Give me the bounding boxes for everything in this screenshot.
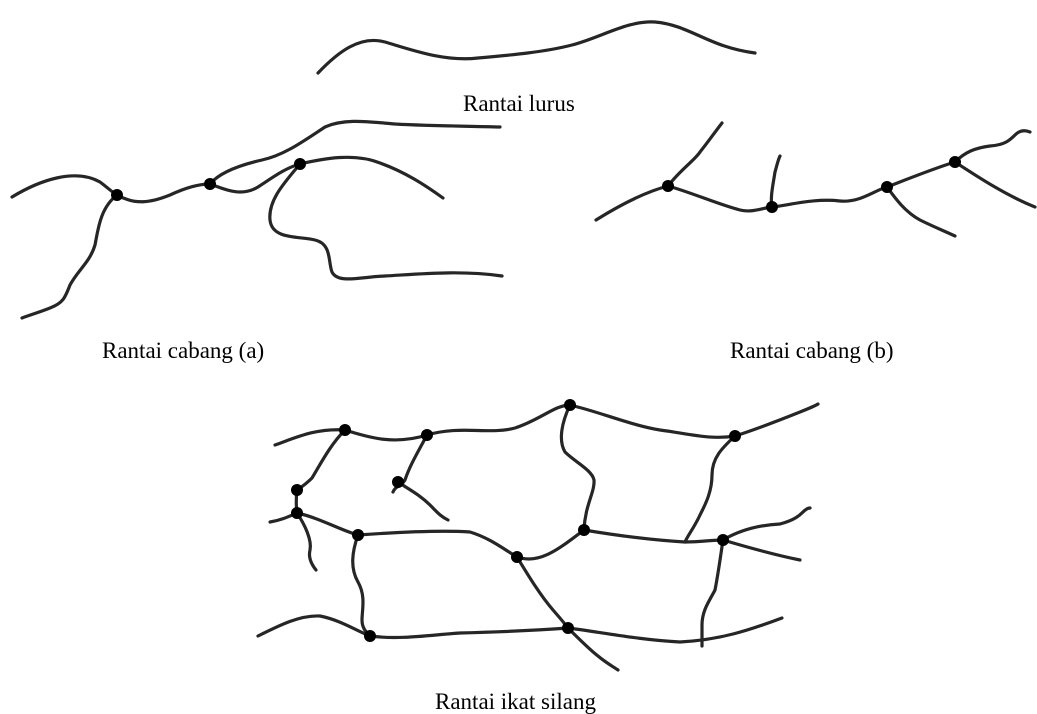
crosslinked-chain-label: Rantai ikat silang	[435, 690, 596, 713]
straight-chain-line	[318, 22, 755, 73]
crosslinked-junction-node	[729, 430, 741, 442]
crosslinked-junction-node	[421, 429, 433, 441]
crosslinked-junction-node	[352, 529, 364, 541]
crosslinked-junction-node	[392, 476, 404, 488]
branched-a-lower-branch	[22, 195, 117, 318]
branched-chain-a-label: Rantai cabang (a)	[102, 339, 264, 362]
crosslinked-junction-node	[717, 534, 729, 546]
straight-chain-label: Rantai lurus	[463, 92, 575, 115]
crosslink-bond	[702, 540, 723, 646]
straight-chain	[318, 22, 755, 73]
crosslinked-junction-node	[511, 551, 523, 563]
branched-chain-b	[596, 123, 1035, 236]
branched-b-junction-node	[766, 201, 778, 213]
crosslink-bond	[685, 436, 735, 542]
crosslinked-network	[258, 399, 818, 670]
branched-b-branch	[887, 187, 955, 236]
crosslink-bond	[296, 430, 345, 513]
branched-a-loop-branch	[270, 164, 502, 279]
branched-b-branch	[668, 123, 722, 186]
crosslinked-junction-node	[339, 424, 351, 436]
crosslink-bond	[297, 513, 316, 570]
branched-a-junction-node	[294, 158, 306, 170]
crosslinked-junction-node	[562, 622, 574, 634]
crosslink-bond	[723, 508, 810, 540]
crosslink-bond	[561, 405, 594, 530]
branched-b-branch	[955, 131, 1030, 162]
branched-b-main-chain	[596, 162, 1035, 220]
branched-b-junction-node	[881, 181, 893, 193]
crosslinked-junction-node	[564, 399, 576, 411]
crosslinked-junction-node	[291, 484, 303, 496]
crosslinked-junction-node	[291, 507, 303, 519]
branched-b-junction-node	[949, 156, 961, 168]
branched-chain-a	[12, 121, 502, 318]
crosslink-bond	[517, 557, 568, 628]
branched-a-main-chain	[12, 157, 443, 201]
branched-a-junction-node	[111, 189, 123, 201]
branched-b-branch	[771, 156, 780, 207]
branched-b-junction-node	[662, 180, 674, 192]
crosslinked-junction-node	[364, 630, 376, 642]
crosslink-bond	[353, 535, 370, 636]
branched-a-junction-node	[204, 178, 216, 190]
branched-a-upper-chain	[210, 121, 500, 184]
crosslinked-junction-node	[578, 524, 590, 536]
crosslink-bond	[398, 482, 448, 520]
branched-chain-b-label: Rantai cabang (b)	[730, 339, 893, 362]
